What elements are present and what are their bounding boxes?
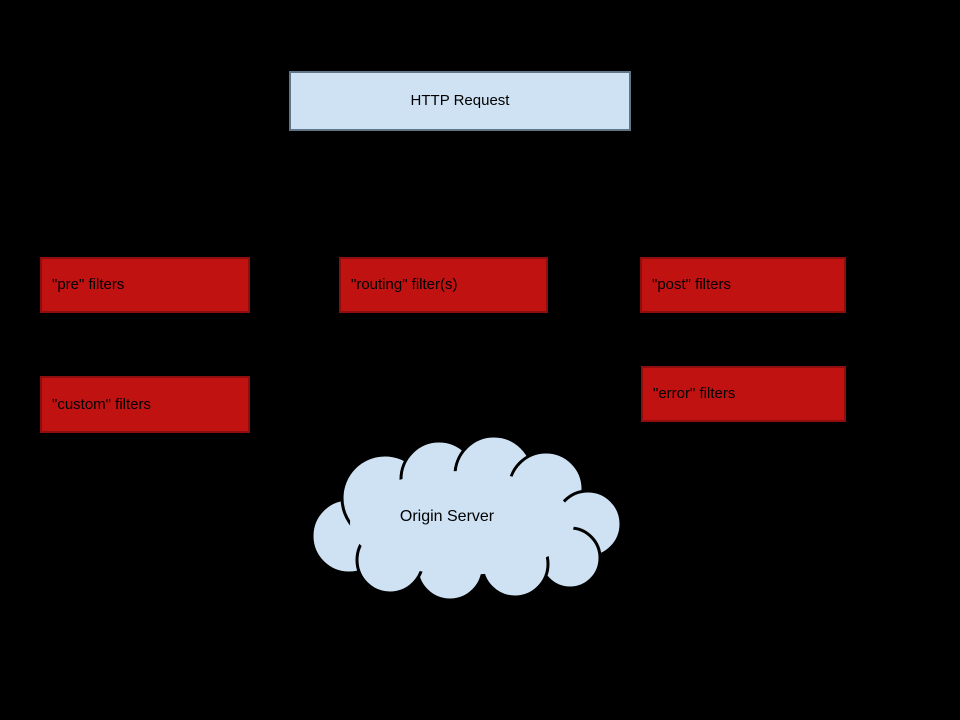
routing-filters-label: "routing" filter(s) xyxy=(351,276,458,293)
cloud-icon xyxy=(310,436,623,600)
pre-filters-box: "pre" filters xyxy=(40,257,250,313)
http-request-box: HTTP Request xyxy=(289,71,631,131)
custom-filters-box: "custom" filters xyxy=(40,376,250,433)
origin-server-label: Origin Server xyxy=(399,508,495,525)
origin-server-cloud: Origin Server xyxy=(287,436,633,600)
custom-filters-label: "custom" filters xyxy=(52,395,152,413)
error-filters-label: "error" filters xyxy=(653,385,736,402)
routing-filters-box: "routing" filter(s) xyxy=(339,257,548,313)
error-filters-box: "error" filters xyxy=(641,366,846,422)
post-filters-box: "post" filters xyxy=(640,257,846,313)
post-filters-label: "post" filters xyxy=(652,276,732,293)
http-request-label: HTTP Request xyxy=(410,92,510,109)
pre-filters-label: "pre" filters xyxy=(52,276,125,293)
